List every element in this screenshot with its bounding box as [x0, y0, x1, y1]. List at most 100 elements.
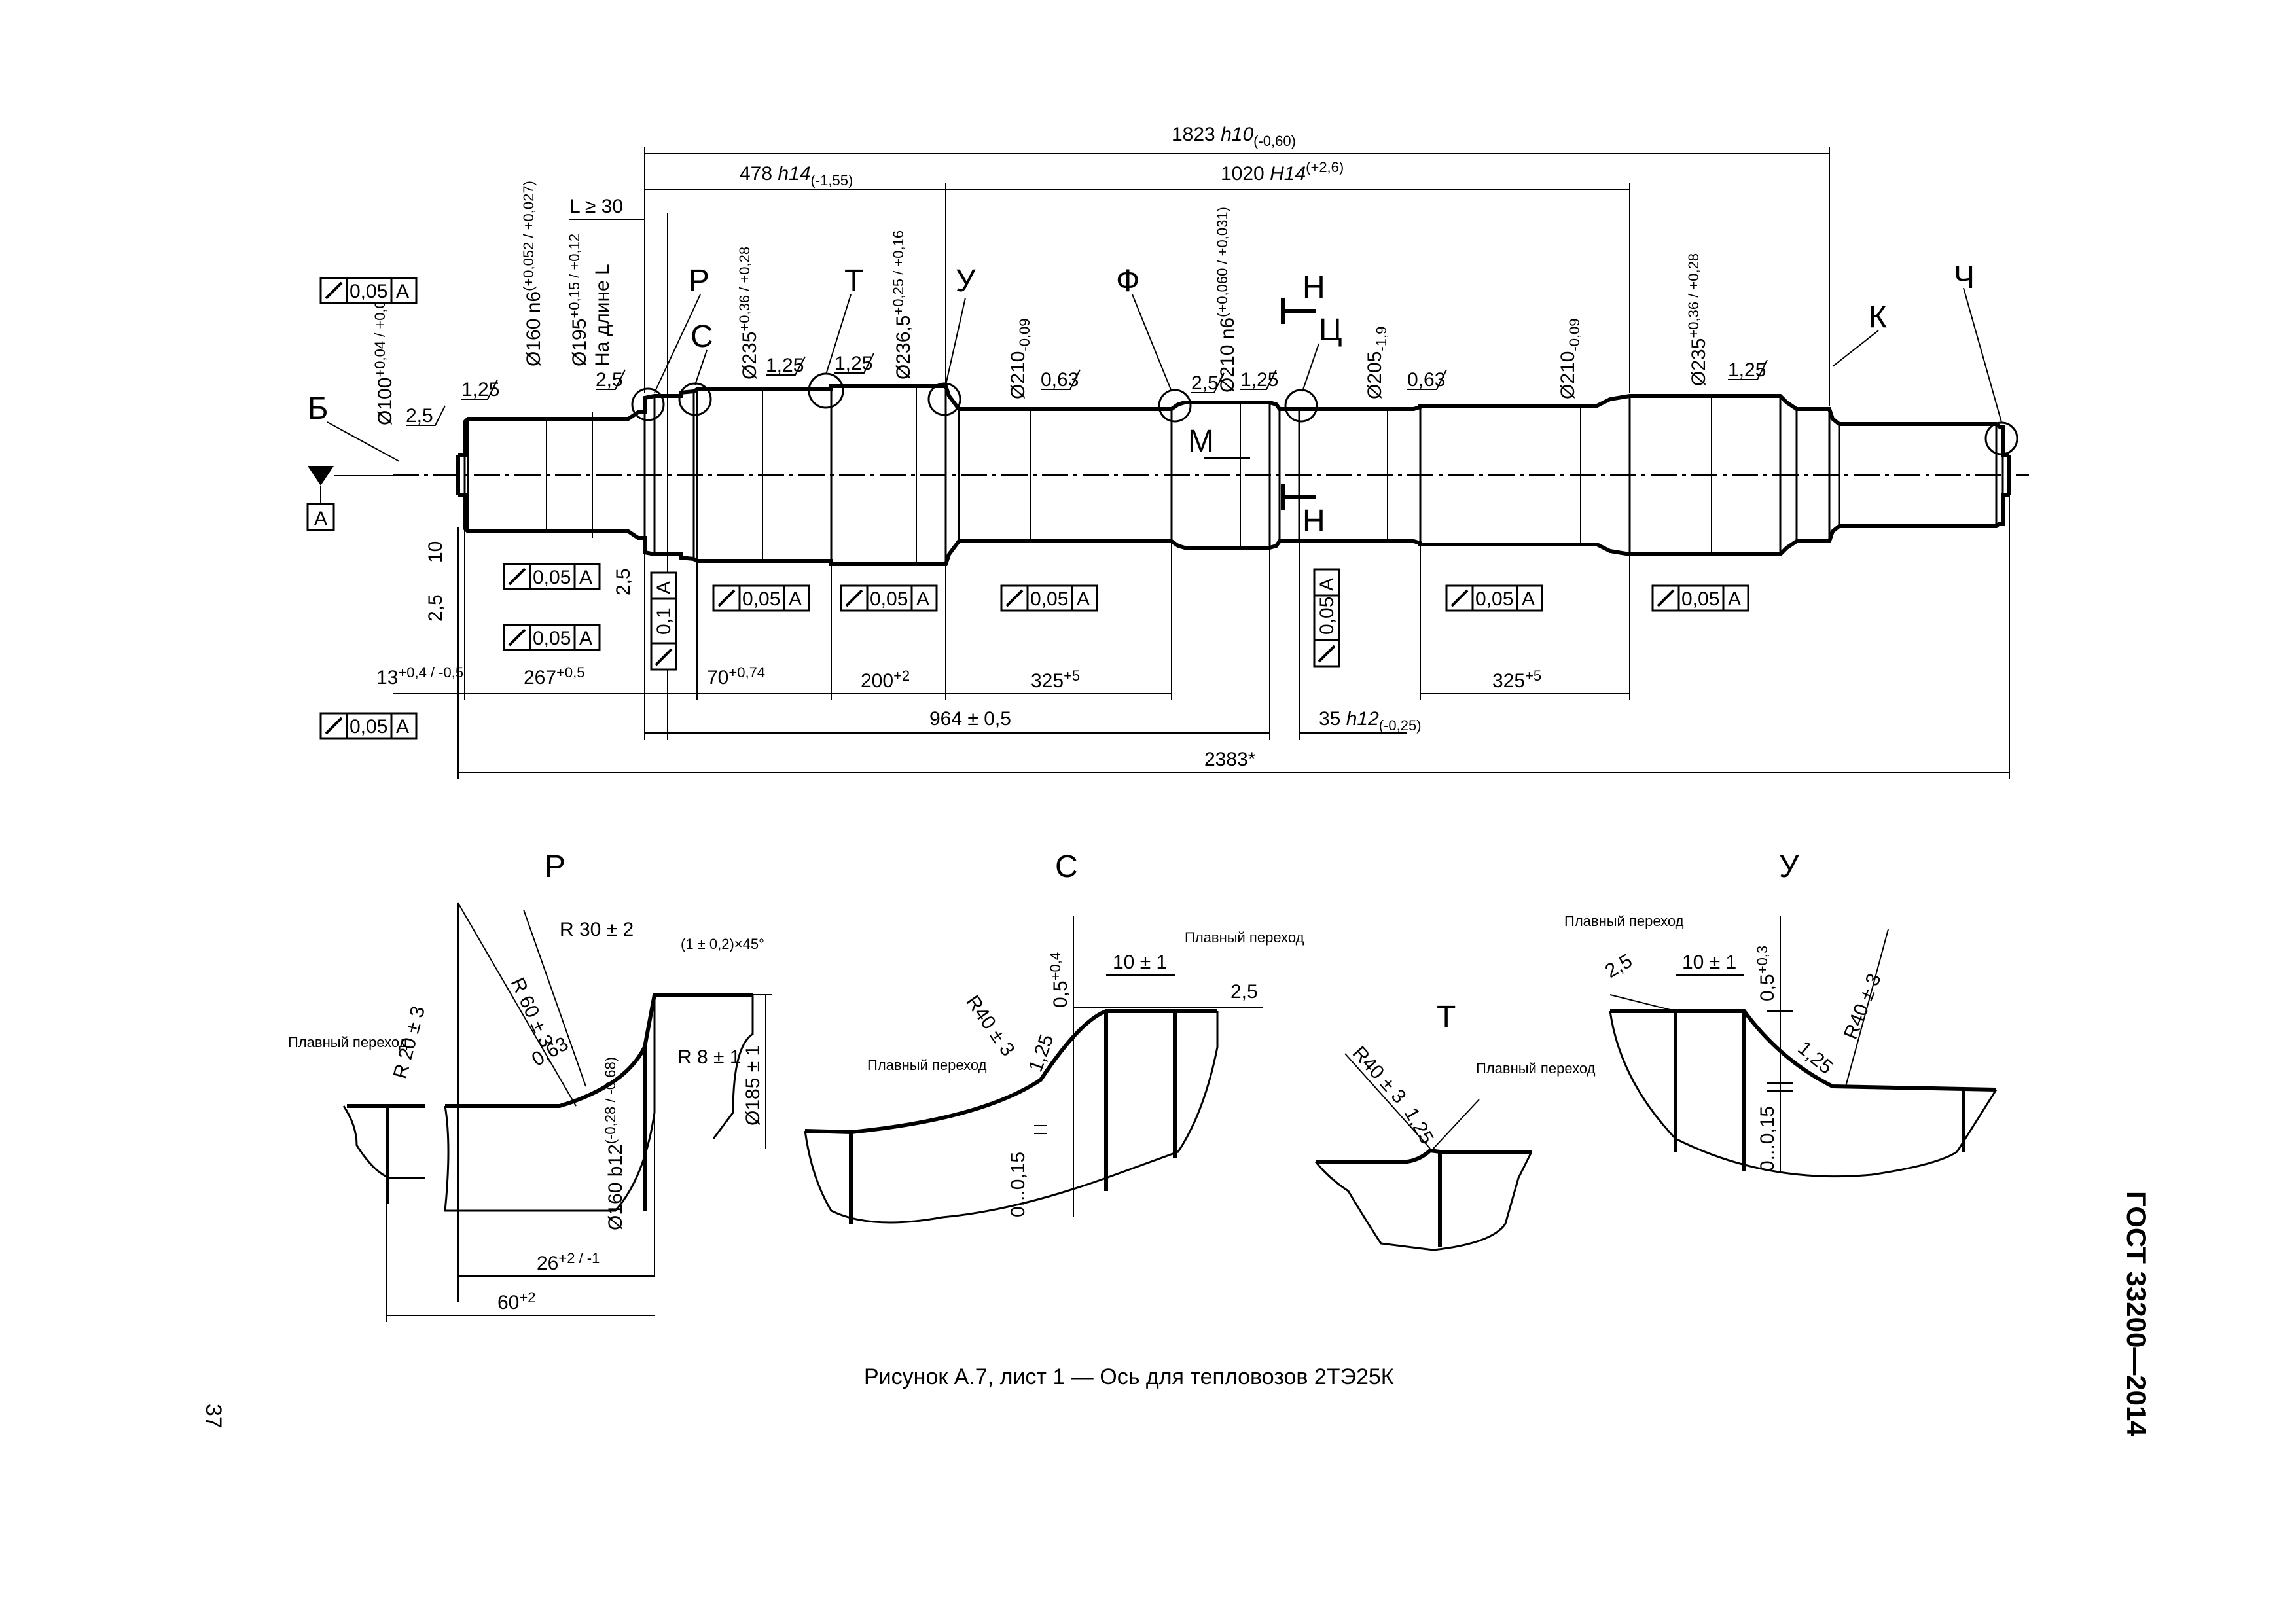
callout-T: Т — [844, 264, 863, 298]
detail-U-title: У — [1779, 849, 1799, 884]
detail-R-d160: Ø160 b12(-0,28 / -0,68) — [602, 1057, 626, 1230]
roughness-labels: 2,5 1,25 2,5 1,25 1,25 0,63 2,5 1,25 0,6… — [406, 353, 1768, 427]
dim-35: 35 h12(-0,25) — [1319, 708, 1422, 734]
upper-dimension-lines — [569, 147, 1830, 740]
detail-S-rough: 1,25 — [1025, 1031, 1058, 1075]
svg-text:0,05: 0,05 — [1681, 588, 1719, 610]
callout-F: Ф — [1116, 264, 1140, 298]
dim-267: 267+0,5 — [524, 664, 585, 688]
label-d235b: Ø235+0,36 / +0,28 — [1685, 253, 1710, 386]
datum-a: А — [306, 466, 393, 531]
rough-25-c: 2,5 — [1191, 372, 1219, 394]
detail-U: У Плавный переход 2,5 10 ± 1 0,5+0,3 R40… — [1564, 849, 1998, 1178]
label-d160: Ø160 n6(+0,052 / +0,027) — [520, 181, 545, 366]
svg-text:А: А — [396, 716, 409, 738]
standard-number: ГОСТ 33200—2014 — [2121, 1191, 2152, 1436]
detail-R-l60: 60+2 — [497, 1289, 535, 1313]
axle-outline-upper — [458, 384, 2009, 457]
detail-R-title: Р — [545, 849, 565, 884]
callout-Ts: Ц — [1319, 313, 1342, 348]
label-d210n6: Ø210 n6(+0,060 / +0,031) — [1214, 207, 1238, 393]
label-d210: Ø210-0,09 — [1007, 318, 1033, 399]
detail-S-l05: 0,5+0,4 — [1047, 952, 1071, 1008]
detail-R: Р Плавный переход R 20 ± 3 R 60 ± 3 R 30… — [288, 849, 772, 1322]
rough-125-e: 1,25 — [1728, 359, 1766, 381]
detail-S-profile — [804, 1009, 1217, 1135]
svg-text:0,05: 0,05 — [1316, 597, 1338, 635]
detail-U-l015: 0...0,15 — [1757, 1106, 1778, 1171]
rough-25-b: 2,5 — [596, 369, 623, 391]
callout-R: Р — [689, 264, 709, 298]
figure-caption: Рисунок А.7, лист 1 — Ось для тепловозов… — [864, 1364, 1394, 1389]
detail-R-l26: 26+2 / -1 — [537, 1250, 600, 1274]
svg-text:0,05: 0,05 — [350, 716, 387, 738]
section-label-top: Н — [1302, 270, 1325, 305]
dim-lmin: L ≥ 30 — [569, 196, 623, 217]
section-label-bottom: Н — [1302, 504, 1325, 539]
label-d195: Ø195+0,15 / +0,12 — [566, 234, 590, 366]
dim-200: 200+2 — [861, 668, 910, 692]
callout-U: У — [956, 264, 976, 298]
label-d2365: Ø236,5+0,25 / +0,16 — [890, 230, 914, 380]
svg-text:0,05: 0,05 — [533, 567, 571, 588]
detail-R-r8: R 8 ± 1 — [677, 1046, 741, 1068]
detail-U-l10: 10 ± 1 — [1682, 952, 1736, 973]
svg-text:А: А — [579, 628, 592, 649]
svg-text:А: А — [1522, 588, 1535, 610]
detail-S-smooth2: Плавный переход — [1185, 929, 1304, 946]
rough-25-a: 2,5 — [406, 405, 433, 427]
dim-1020: 1020 H14(+2,6) — [1221, 159, 1344, 185]
svg-text:А: А — [1316, 578, 1338, 591]
detail-R-r30: R 30 ± 2 — [560, 919, 634, 940]
detail-T-smooth: Плавный переход — [1476, 1060, 1596, 1077]
axle-outline-lower — [458, 493, 2009, 566]
svg-text:А: А — [916, 588, 929, 610]
label-25b: 2,5 — [613, 568, 634, 596]
rough-125-d: 1,25 — [1240, 369, 1278, 391]
callout-leaders — [327, 287, 2002, 462]
callout-B: Б — [308, 391, 329, 426]
svg-text:А: А — [653, 581, 675, 594]
callout-M: М — [1188, 424, 1214, 459]
detail-U-smooth: Плавный переход — [1564, 913, 1684, 929]
svg-text:0,05: 0,05 — [350, 281, 387, 302]
label-d210b: Ø210-0,09 — [1557, 318, 1583, 399]
label-d205: Ø205-1,9 — [1364, 327, 1390, 399]
dim-13: 13+0,4 / -0,5 — [376, 664, 463, 688]
dim-478: 478 h14(-1,55) — [740, 163, 853, 188]
detail-S-rough2: 2,5 — [1230, 981, 1258, 1003]
detail-U-rough: 2,5 — [1602, 950, 1636, 982]
detail-S-title: С — [1055, 849, 1078, 884]
detail-T: Т R40 ± 3 1,25 Плавный переход — [1314, 1000, 1596, 1251]
svg-text:А: А — [579, 567, 592, 588]
diameter-arrows — [546, 386, 1712, 564]
svg-text:0,1: 0,1 — [653, 607, 675, 635]
detail-S-smooth: Плавный переход — [867, 1057, 987, 1073]
svg-text:А: А — [789, 588, 802, 610]
callout-Ch: Ч — [1954, 260, 1975, 295]
detail-S-r40: R40 ± 3 — [961, 991, 1018, 1060]
label-d100: Ø100+0,04 / +0,02 — [372, 293, 396, 425]
svg-text:0,05: 0,05 — [742, 588, 780, 610]
dim-70: 70+0,74 — [707, 664, 765, 688]
callout-K: К — [1869, 300, 1887, 334]
fcf-vert-005: 0,05 А — [1313, 568, 1340, 668]
detail-S-l015: 0...0,15 — [1007, 1152, 1029, 1217]
datum-letter: А — [314, 508, 327, 529]
label-on-length: На длине L — [592, 264, 613, 366]
page-number: 37 — [201, 1404, 226, 1429]
lower-dimension-lines — [393, 495, 2010, 779]
fcf-4: 0,05 А — [319, 712, 418, 740]
detail-S-l10: 10 ± 1 — [1113, 952, 1167, 973]
rough-125-c: 1,25 — [834, 353, 872, 374]
detail-R-chamfer: (1 ± 0,2)×45° — [681, 936, 764, 952]
fcf-vert-01: 0,1 А — [650, 571, 677, 671]
dim-325: 325+5 — [1031, 668, 1080, 692]
dim-964: 964 ± 0,5 — [929, 708, 1011, 730]
detail-R-d185: Ø185 ± 1 — [742, 1045, 764, 1126]
